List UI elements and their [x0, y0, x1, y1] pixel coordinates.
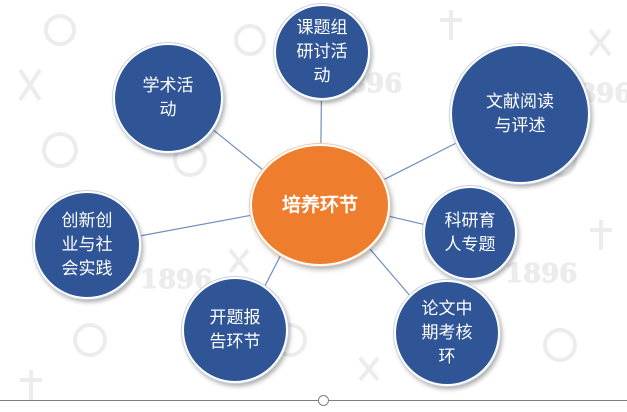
watermark-glyph [543, 328, 577, 362]
watermark-glyph [234, 24, 266, 56]
node-kaiti: 开题报告环节 [182, 277, 288, 383]
node-keyan: 科研育人专题 [423, 186, 517, 280]
center-node: 培养环节 [250, 144, 390, 266]
slide-resize-handle[interactable] [318, 395, 329, 406]
node-ketizu: 课题组研讨活动 [274, 4, 370, 100]
node-label: 创新创业与社会实践 [61, 211, 113, 279]
connector-ketizu [320, 99, 322, 145]
node-xueshu: 学术活动 [113, 43, 223, 153]
node-chuangxin: 创新创业与社会实践 [33, 191, 141, 299]
connector-xueshu [212, 129, 264, 171]
watermark-glyph [590, 220, 612, 250]
node-label: 学术活动 [142, 76, 194, 120]
node-label: 科研育人专题 [444, 211, 496, 255]
connector-wenxian [383, 142, 457, 181]
node-wenxian: 文献阅读与评述 [450, 44, 590, 184]
connector-lunwen [368, 247, 411, 296]
node-label: 课题组研讨活动 [296, 18, 348, 86]
center-node-label: 培养环节 [281, 194, 358, 216]
watermark-glyph [42, 132, 78, 168]
node-lunwen: 论文中期考核环 [394, 280, 500, 386]
watermark-glyph [18, 68, 42, 102]
node-label: 文献阅读与评述 [486, 92, 554, 136]
connector-keyan [388, 215, 424, 225]
watermark-glyph [20, 370, 42, 400]
connector-kaiti [264, 255, 282, 287]
watermark-text: 1896 [505, 259, 577, 289]
watermark-glyph [358, 356, 380, 382]
node-label: 开题报告环节 [209, 308, 261, 352]
watermark-glyph [44, 14, 76, 46]
watermark-glyph [588, 28, 612, 57]
watermark-glyph [73, 323, 107, 357]
slide-bottom-border [0, 400, 627, 401]
node-label: 论文中期考核环 [421, 299, 473, 367]
watermark-glyph [440, 10, 462, 40]
connector-chuangxin [140, 214, 252, 237]
watermark-glyph [228, 248, 250, 274]
